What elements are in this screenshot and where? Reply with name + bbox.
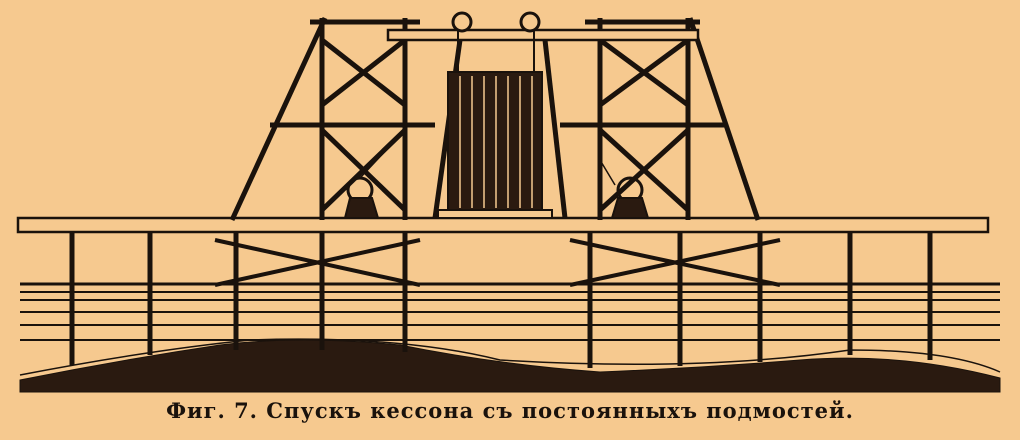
right-tower — [542, 17, 761, 221]
pulley-left — [451, 11, 473, 33]
left-tower — [229, 16, 463, 222]
caisson-lowering-illustration — [16, 11, 1001, 393]
winch-right — [599, 159, 650, 219]
piles — [69, 232, 933, 368]
figure-caption: Фиг. 7. Спускъ кессона съ постоянныхъ по… — [166, 398, 854, 423]
pulley-right — [519, 11, 541, 33]
lower-bracing — [214, 238, 781, 287]
caisson — [437, 71, 553, 219]
top-beam — [386, 28, 700, 42]
water-surface — [20, 282, 1000, 341]
platform-deck — [16, 216, 990, 234]
river-bed — [19, 339, 1001, 393]
winch-left — [343, 129, 406, 219]
